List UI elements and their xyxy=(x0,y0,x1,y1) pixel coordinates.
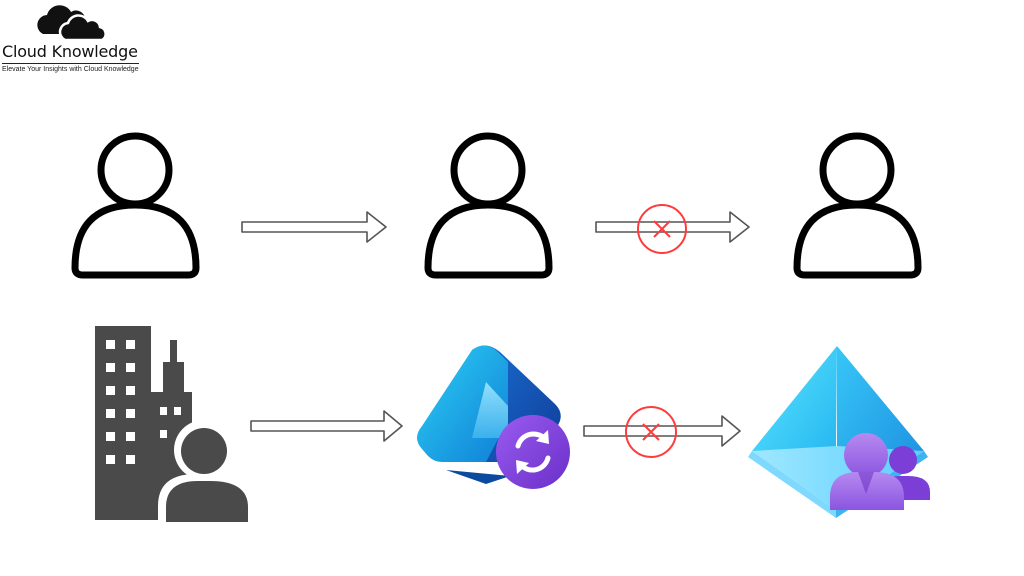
cloud-icon xyxy=(37,5,105,42)
brand-logo: Cloud Knowledge Elevate Your Insights wi… xyxy=(0,0,150,80)
user-outline-icon xyxy=(71,132,200,279)
entra-connect-sync-icon xyxy=(417,345,570,489)
right-arrow-icon xyxy=(250,410,403,442)
right-arrow-icon xyxy=(241,211,387,243)
on-premises-directory-icon xyxy=(95,326,254,522)
right-arrow-icon xyxy=(595,211,750,243)
blocked-x-icon xyxy=(637,204,687,254)
user-outline-icon xyxy=(424,132,553,279)
blocked-x-icon xyxy=(625,406,677,458)
brand-divider xyxy=(2,63,139,64)
brand-tagline: Elevate Your Insights with Cloud Knowled… xyxy=(2,66,139,73)
entra-id-users-icon xyxy=(748,346,930,518)
brand-name: Cloud Knowledge xyxy=(2,42,138,61)
user-outline-icon xyxy=(793,132,922,279)
right-arrow-icon xyxy=(583,415,741,447)
